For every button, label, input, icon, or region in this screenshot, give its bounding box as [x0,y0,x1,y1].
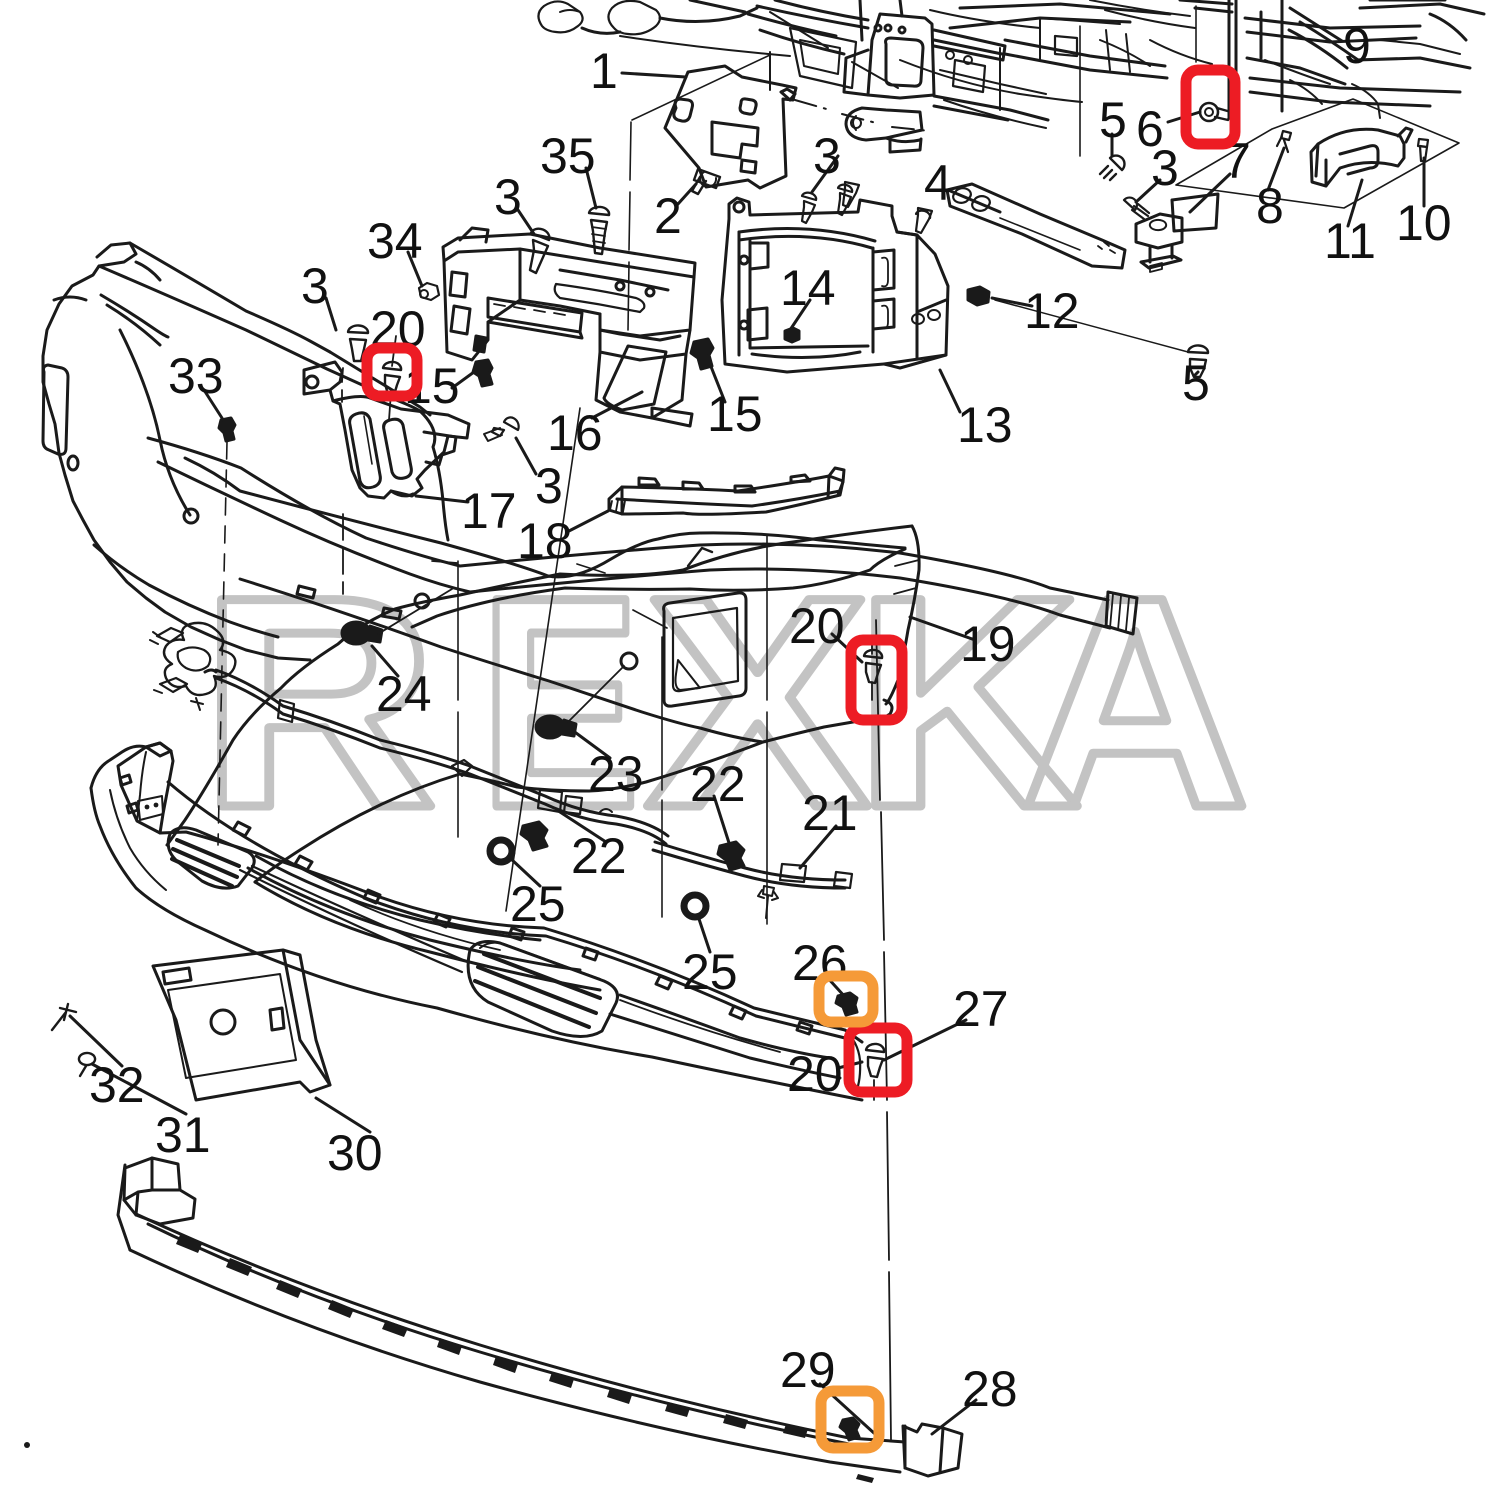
svg-text:20: 20 [787,1046,843,1102]
svg-text:3: 3 [494,169,522,225]
svg-text:1: 1 [590,43,618,99]
svg-text:A: A [1020,534,1250,870]
svg-text:12: 12 [1024,283,1080,339]
svg-text:8: 8 [1256,178,1284,234]
svg-text:25: 25 [682,944,738,1000]
svg-text:X: X [645,534,872,870]
svg-text:11: 11 [1324,213,1376,269]
svg-text:31: 31 [155,1107,211,1163]
svg-text:19: 19 [960,616,1016,672]
svg-text:14: 14 [780,260,836,316]
svg-text:25: 25 [510,876,566,932]
svg-text:6: 6 [1136,101,1164,157]
svg-text:24: 24 [376,666,432,722]
svg-text:13: 13 [957,397,1013,453]
svg-text:34: 34 [367,213,423,269]
svg-text:23: 23 [588,746,644,802]
svg-text:30: 30 [327,1125,383,1181]
svg-text:10: 10 [1396,195,1452,251]
svg-text:4: 4 [924,155,952,211]
svg-text:28: 28 [962,1361,1018,1417]
svg-text:9: 9 [1343,18,1371,74]
svg-text:3: 3 [301,258,329,314]
svg-text:2: 2 [654,188,682,244]
svg-text:17: 17 [461,483,517,539]
svg-text:22: 22 [571,828,627,884]
svg-text:18: 18 [517,513,573,569]
svg-text:27: 27 [953,981,1009,1037]
svg-text:3: 3 [1151,140,1179,196]
svg-text:20: 20 [789,598,845,654]
svg-text:3: 3 [813,128,841,184]
svg-text:5: 5 [1099,92,1127,148]
svg-text:22: 22 [690,756,746,812]
svg-text:5: 5 [1182,355,1210,411]
svg-text:21: 21 [802,785,858,841]
svg-text:33: 33 [168,348,224,404]
svg-text:15: 15 [707,386,763,442]
svg-text:16: 16 [547,405,603,461]
svg-text:3: 3 [535,458,563,514]
svg-text:35: 35 [540,128,596,184]
svg-text:32: 32 [89,1057,145,1113]
svg-text:R: R [200,534,437,870]
